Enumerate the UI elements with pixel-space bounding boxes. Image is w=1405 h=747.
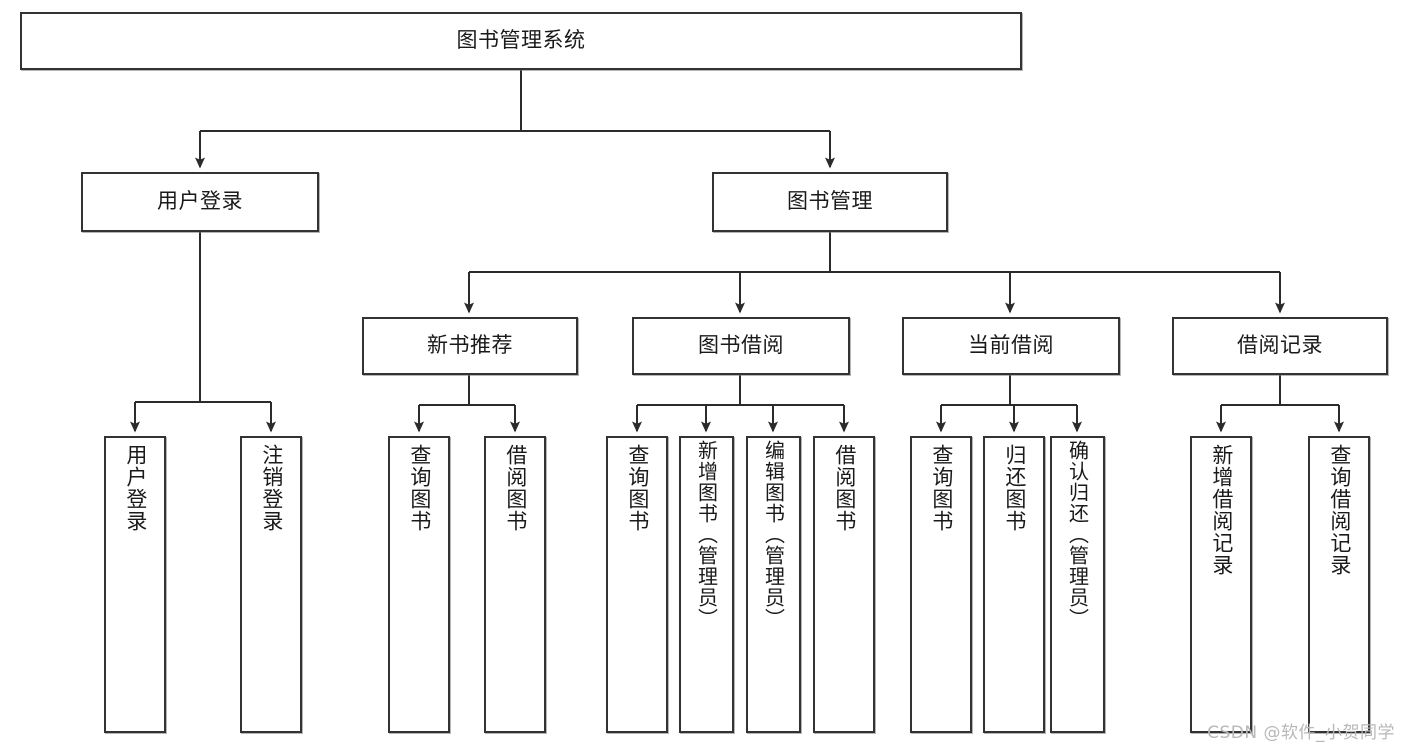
node-book-management-label: 图书管理: [787, 189, 873, 214]
node-leaf-query-book-1-label: 查询图书: [407, 444, 432, 532]
node-user-login[interactable]: 用户登录: [81, 172, 319, 232]
node-leaf-edit-book[interactable]: 编辑图书（管理员）: [746, 436, 801, 733]
node-leaf-borrow-book-2[interactable]: 借阅图书: [813, 436, 875, 733]
node-leaf-user-login[interactable]: 用户登录: [104, 436, 166, 733]
csdn-watermark: CSDN @软件_小贺同学: [1207, 723, 1395, 743]
node-leaf-return-book-label: 归还图书: [1002, 444, 1027, 532]
node-leaf-query-borrow-record[interactable]: 查询借阅记录: [1308, 436, 1370, 733]
node-leaf-user-login-label: 用户登录: [123, 444, 148, 532]
node-current-borrow-label: 当前借阅: [968, 333, 1054, 358]
node-leaf-edit-book-label: 编辑图书（管理员）: [761, 440, 786, 629]
node-current-borrow[interactable]: 当前借阅: [902, 317, 1120, 375]
node-leaf-query-book-3-label: 查询图书: [929, 444, 954, 532]
node-leaf-confirm-return-label: 确认归还（管理员）: [1065, 440, 1090, 629]
node-leaf-return-book[interactable]: 归还图书: [983, 436, 1045, 733]
node-leaf-query-book-1[interactable]: 查询图书: [388, 436, 450, 733]
node-leaf-add-borrow-record[interactable]: 新增借阅记录: [1190, 436, 1252, 733]
node-borrow-record[interactable]: 借阅记录: [1172, 317, 1388, 375]
node-leaf-query-book-3[interactable]: 查询图书: [910, 436, 972, 733]
node-leaf-borrow-book-1-label: 借阅图书: [503, 444, 528, 532]
node-leaf-borrow-book-2-label: 借阅图书: [832, 444, 857, 532]
node-new-book-recommend-label: 新书推荐: [427, 333, 513, 358]
node-book-management[interactable]: 图书管理: [712, 172, 948, 232]
node-leaf-query-book-2-label: 查询图书: [625, 444, 650, 532]
node-leaf-logout-login-label: 注销登录: [259, 444, 284, 532]
node-leaf-confirm-return[interactable]: 确认归还（管理员）: [1050, 436, 1105, 733]
node-book-borrow[interactable]: 图书借阅: [632, 317, 850, 375]
node-new-book-recommend[interactable]: 新书推荐: [362, 317, 578, 375]
node-root[interactable]: 图书管理系统: [20, 12, 1022, 70]
node-leaf-add-book[interactable]: 新增图书（管理员）: [679, 436, 734, 733]
node-book-borrow-label: 图书借阅: [698, 333, 784, 358]
node-leaf-borrow-book-1[interactable]: 借阅图书: [484, 436, 546, 733]
node-user-login-label: 用户登录: [157, 189, 243, 214]
node-leaf-add-book-label: 新增图书（管理员）: [694, 440, 719, 629]
node-leaf-add-borrow-record-label: 新增借阅记录: [1209, 444, 1234, 576]
node-leaf-logout-login[interactable]: 注销登录: [240, 436, 302, 733]
node-root-label: 图书管理系统: [456, 28, 586, 53]
node-leaf-query-book-2[interactable]: 查询图书: [606, 436, 668, 733]
node-borrow-record-label: 借阅记录: [1237, 333, 1323, 358]
node-leaf-query-borrow-record-label: 查询借阅记录: [1327, 444, 1352, 576]
